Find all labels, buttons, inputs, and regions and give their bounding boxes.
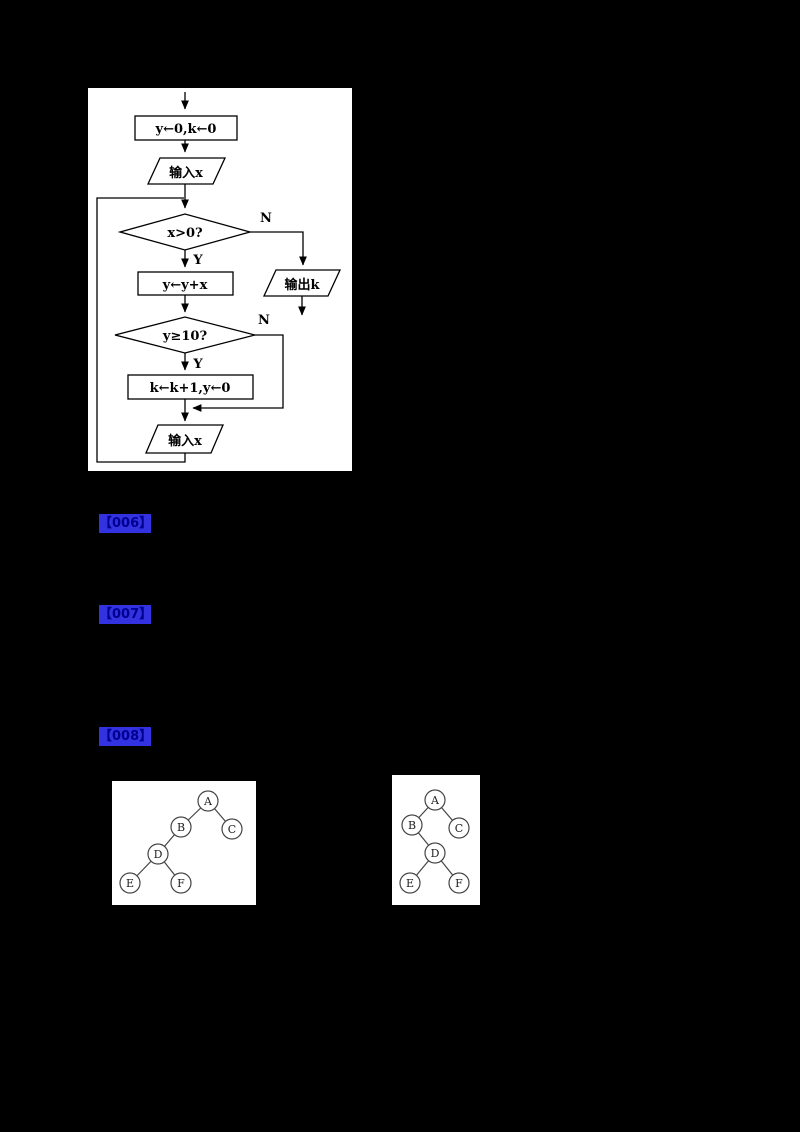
tree-node-circle bbox=[119, 872, 141, 894]
tree-node-circle bbox=[221, 818, 243, 840]
tree-node-circle bbox=[424, 789, 446, 811]
tree-node-label: E bbox=[406, 877, 414, 890]
flowchart-svg: y←0,k←0 输入x x>0? N 输出k Y y←y+ bbox=[96, 92, 342, 463]
tree-node-circle bbox=[147, 843, 169, 865]
tree-node-circle bbox=[401, 814, 423, 836]
tree-node-circle bbox=[424, 842, 446, 864]
output-label: 输出k bbox=[284, 277, 320, 293]
binary-tree-right-figure: A B C D E F bbox=[392, 775, 480, 905]
tree-node-label: B bbox=[408, 819, 416, 832]
tree-right-svg: A B C D E F bbox=[399, 789, 470, 894]
no-branch-line-1 bbox=[250, 231, 307, 266]
condition-y-no-label: N bbox=[258, 313, 270, 328]
tree-node-label: A bbox=[430, 794, 440, 807]
tree-left-edges bbox=[129, 800, 233, 884]
tree-node-label: C bbox=[455, 822, 463, 835]
input-label-2: 输入x bbox=[168, 433, 202, 449]
update-label: k←k+1,y←0 bbox=[150, 381, 231, 396]
tree-node-circle bbox=[197, 790, 219, 812]
init-label: y←0,k←0 bbox=[155, 122, 217, 137]
tree-node-label: D bbox=[431, 847, 440, 860]
update-box bbox=[127, 374, 254, 400]
tree-node-circle bbox=[170, 816, 192, 838]
reference-link-1[interactable]: 【006】 bbox=[99, 514, 153, 533]
tree-left-svg: A B C D E F bbox=[119, 790, 243, 894]
tree-node-label: F bbox=[177, 877, 185, 890]
tree-node-circle bbox=[448, 872, 470, 894]
tree-node-label: B bbox=[177, 821, 185, 834]
reference-link-2[interactable]: 【007】 bbox=[99, 605, 153, 624]
tree-node-label: E bbox=[126, 877, 134, 890]
tree-left-nodes bbox=[119, 790, 243, 894]
tree-node-label: F bbox=[455, 877, 463, 890]
condition-x-no-label: N bbox=[260, 211, 272, 226]
tree-node-circle bbox=[399, 872, 421, 894]
loop-back-line bbox=[96, 197, 186, 463]
flowchart-figure: y←0,k←0 输入x x>0? N 输出k Y y←y+ bbox=[88, 88, 352, 471]
no-branch-line-2 bbox=[192, 334, 284, 412]
tree-node-label: D bbox=[154, 848, 163, 861]
input-parallelogram-1 bbox=[146, 157, 227, 185]
tree-right-nodes bbox=[399, 789, 470, 894]
condition-y-label: y≥10? bbox=[162, 329, 208, 344]
condition-x-label: x>0? bbox=[167, 226, 203, 241]
init-box bbox=[134, 115, 238, 141]
binary-tree-left-figure: A B C D E F bbox=[112, 781, 256, 905]
condition-x-yes-label: Y bbox=[192, 253, 203, 268]
assign-label: y←y+x bbox=[162, 278, 208, 293]
tree-node-circle bbox=[448, 817, 470, 839]
tree-node-label: A bbox=[203, 795, 213, 808]
tree-node-label: C bbox=[228, 823, 236, 836]
input-label-1: 输入x bbox=[169, 165, 203, 181]
output-parallelogram bbox=[262, 269, 342, 297]
tree-node-circle bbox=[170, 872, 192, 894]
reference-link-3[interactable]: 【008】 bbox=[99, 727, 153, 746]
input-parallelogram-2 bbox=[145, 424, 224, 454]
tree-right-edges bbox=[409, 799, 460, 884]
condition-y-yes-label: Y bbox=[192, 357, 203, 372]
